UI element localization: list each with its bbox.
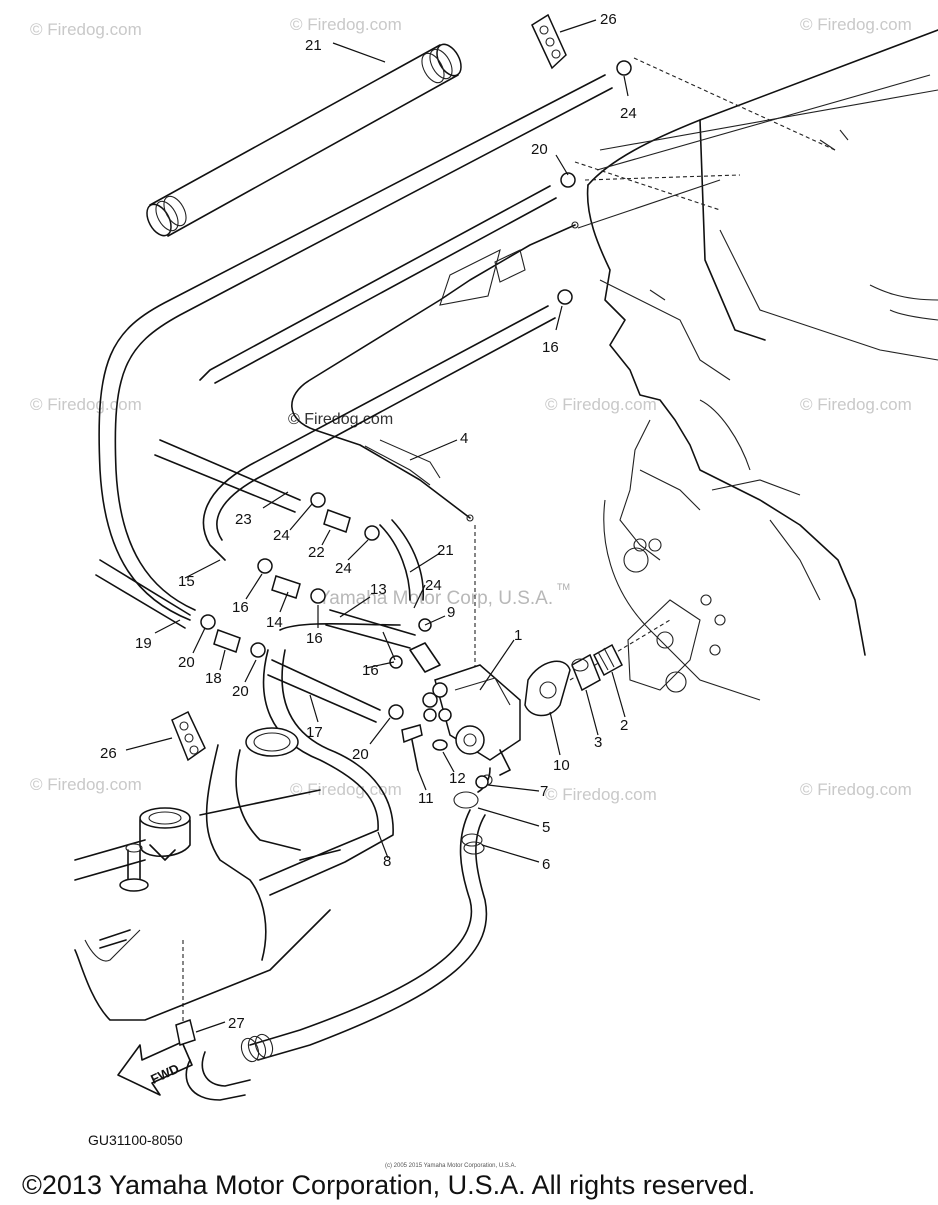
- watermark-text: © Firedog.com: [545, 395, 657, 414]
- callout-16: 16: [362, 662, 379, 679]
- small-copyright: (c) 2005 2015 Yamaha Motor Corporation, …: [385, 1163, 517, 1169]
- diagram-code: GU31100-8050: [88, 1132, 183, 1148]
- yamaha-watermark: Yamaha Motor Corp, U.S.A.: [318, 588, 553, 609]
- callout-6: 6: [542, 856, 550, 873]
- callout-22: 22: [308, 544, 325, 561]
- callout-24: 24: [273, 527, 290, 544]
- leader-lines: [125, 19, 629, 1033]
- watermark-text: © Firedog.com: [30, 395, 142, 414]
- watermark-text: © Firedog.com: [30, 20, 142, 39]
- callout-16: 16: [306, 630, 323, 647]
- callout-15: 15: [178, 573, 195, 590]
- callout-16: 16: [232, 599, 249, 616]
- fittings: [171, 13, 632, 1046]
- watermark-text: © Firedog.com: [800, 15, 912, 34]
- guide-lines: [182, 57, 938, 1040]
- watermark-text: © Firedog.com: [290, 780, 402, 799]
- watermark-text: © Firedog.com: [800, 395, 912, 414]
- callout-11: 11: [418, 790, 434, 807]
- callout-25: 21: [305, 37, 322, 54]
- callout-9: 9: [447, 604, 455, 621]
- callout-13: 13: [370, 581, 387, 598]
- engine-block: [586, 29, 938, 701]
- callout-26: 26: [100, 745, 117, 762]
- copyright: ©2013 Yamaha Motor Corporation, U.S.A. A…: [22, 1170, 755, 1200]
- callout-20: 20: [178, 654, 195, 671]
- fwd-label: FWD: [148, 1061, 181, 1087]
- callout-27: 27: [228, 1015, 245, 1032]
- callout-20: 20: [531, 141, 548, 158]
- callout-17: 17: [306, 724, 323, 741]
- callout-20: 20: [352, 746, 369, 763]
- callout-18: 18: [205, 670, 222, 687]
- callout-4: 4: [460, 430, 468, 447]
- callout-16: 16: [542, 339, 559, 356]
- watermark-text: © Firedog.com: [30, 775, 142, 794]
- callout-7: 7: [540, 783, 548, 800]
- callout-19: 19: [135, 635, 152, 652]
- callout-23: 23: [235, 511, 252, 528]
- callout-8: 8: [383, 853, 391, 870]
- trademark: TM: [557, 582, 570, 592]
- callouts: 21 26 24 20 16 4 23 24 22 24 21 24 13 9 …: [100, 11, 637, 1032]
- tube-part-25: [146, 43, 462, 237]
- callout-10: 10: [553, 757, 570, 774]
- fwd-arrow: FWD: [117, 1041, 193, 1096]
- callout-24: 24: [620, 105, 637, 122]
- watermark-center: © Firedog.com: [288, 411, 393, 428]
- callout-24: 24: [425, 577, 442, 594]
- oil-pump: [401, 642, 623, 793]
- callout-12: 12: [449, 770, 466, 787]
- callout-24: 24: [335, 560, 352, 577]
- watermark-text: © Firedog.com: [290, 15, 402, 34]
- callout-3: 3: [594, 734, 602, 751]
- hoses: [95, 74, 613, 1101]
- callout-5: 5: [542, 819, 550, 836]
- watermarks: © Firedog.com © Firedog.com © Firedog.co…: [30, 15, 912, 804]
- watermark-text: © Firedog.com: [800, 780, 912, 799]
- callout-1: 1: [514, 627, 522, 644]
- tank-structure: [74, 727, 341, 1021]
- callout-21: 21: [437, 542, 454, 559]
- callout-20: 20: [232, 683, 249, 700]
- callout-26: 26: [600, 11, 617, 28]
- watermark-text: © Firedog.com: [545, 785, 657, 804]
- callout-2: 2: [620, 717, 628, 734]
- callout-14: 14: [266, 614, 283, 631]
